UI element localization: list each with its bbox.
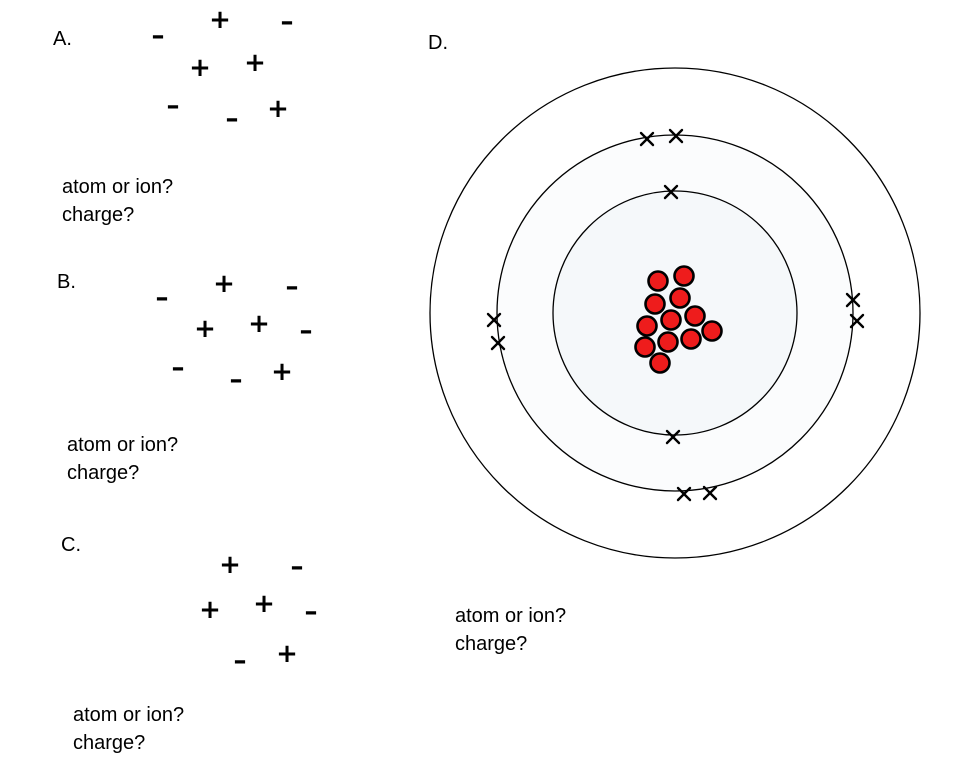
atom-or-ion-question: atom or ion? bbox=[73, 704, 185, 726]
positive-charge: + bbox=[213, 269, 235, 299]
proton bbox=[673, 265, 695, 287]
electron bbox=[676, 486, 692, 502]
negative-charge: – bbox=[233, 646, 247, 676]
electron bbox=[849, 313, 865, 329]
charge-question: charge? bbox=[67, 462, 140, 484]
outer-shell bbox=[429, 67, 921, 559]
electron bbox=[486, 312, 502, 328]
negative-charge: – bbox=[225, 104, 239, 134]
negative-charge: – bbox=[285, 272, 299, 302]
positive-charge: + bbox=[199, 595, 221, 625]
proton bbox=[701, 320, 723, 342]
positive-charge: + bbox=[189, 53, 211, 83]
electron bbox=[702, 485, 718, 501]
electron bbox=[663, 184, 679, 200]
proton bbox=[634, 336, 656, 358]
positive-charge: + bbox=[253, 589, 275, 619]
positive-charge: + bbox=[244, 48, 266, 78]
proton bbox=[669, 287, 691, 309]
negative-charge: – bbox=[155, 283, 169, 313]
proton bbox=[680, 328, 702, 350]
positive-charge: + bbox=[271, 357, 293, 387]
charge-question: charge? bbox=[455, 633, 528, 655]
proton bbox=[660, 309, 682, 331]
positive-charge: + bbox=[276, 639, 298, 669]
proton bbox=[647, 270, 669, 292]
atom-or-ion-question: atom or ion? bbox=[67, 434, 179, 456]
positive-charge: + bbox=[267, 94, 289, 124]
middle-shell bbox=[496, 134, 854, 492]
proton bbox=[649, 352, 671, 374]
atom-or-ion-question: atom or ion? bbox=[62, 176, 174, 198]
electron bbox=[668, 128, 684, 144]
inner-shell bbox=[552, 190, 798, 436]
proton bbox=[684, 305, 706, 327]
charge-question: charge? bbox=[62, 204, 135, 226]
proton bbox=[657, 331, 679, 353]
charge-question: charge? bbox=[73, 732, 146, 754]
negative-charge: – bbox=[280, 7, 294, 37]
atom-or-ion-question: atom or ion? bbox=[455, 605, 567, 627]
electron bbox=[845, 292, 861, 308]
negative-charge: – bbox=[299, 316, 313, 346]
panel-d-label: D. bbox=[428, 32, 448, 54]
panel-c-label: C. bbox=[61, 534, 81, 556]
panel-d-question: atom or ion? charge? bbox=[455, 602, 566, 658]
panel-a-label: A. bbox=[53, 28, 72, 50]
negative-charge: – bbox=[290, 552, 304, 582]
electron bbox=[639, 131, 655, 147]
negative-charge: – bbox=[166, 91, 180, 121]
nucleus bbox=[634, 265, 723, 374]
negative-charge: – bbox=[229, 365, 243, 395]
proton bbox=[636, 315, 658, 337]
electron bbox=[490, 335, 506, 351]
positive-charge: + bbox=[209, 5, 231, 35]
proton bbox=[644, 293, 666, 315]
negative-charge: – bbox=[171, 353, 185, 383]
electrons bbox=[486, 128, 865, 502]
positive-charge: + bbox=[194, 314, 216, 344]
positive-charge: + bbox=[219, 550, 241, 580]
electron bbox=[665, 429, 681, 445]
negative-charge: – bbox=[304, 597, 318, 627]
positive-charge: + bbox=[248, 309, 270, 339]
panel-c-question: atom or ion? charge? bbox=[73, 701, 184, 757]
panel-b-question: atom or ion? charge? bbox=[67, 431, 178, 487]
negative-charge: – bbox=[151, 21, 165, 51]
panel-b-label: B. bbox=[57, 271, 76, 293]
panel-a-question: atom or ion? charge? bbox=[62, 173, 173, 229]
